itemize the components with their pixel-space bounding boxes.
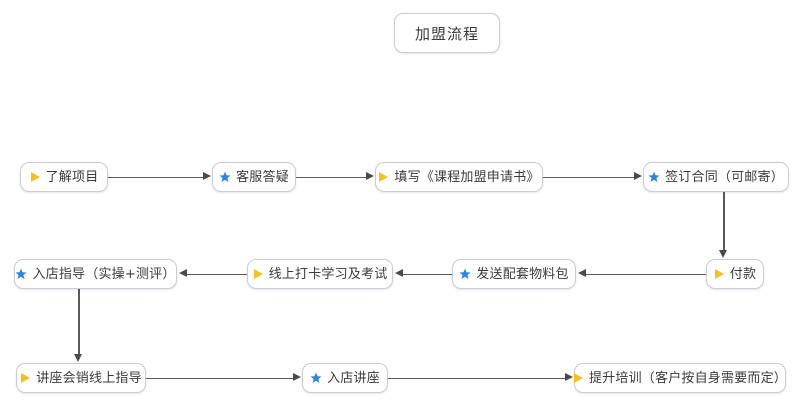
flow-node-advanced-training[interactable]: 提升培训（客户按自身需要而定）: [573, 363, 788, 393]
flow-node-label: 发送配套物料包: [476, 266, 569, 282]
flow-node-label: 付款: [729, 266, 757, 282]
connector-n6-n7: [402, 273, 452, 275]
connector-n10-n11: [388, 377, 566, 379]
connector-n5-n6: [585, 273, 706, 275]
flow-node-label: 了解项目: [45, 169, 99, 185]
arrow-n9-n10: [293, 373, 301, 381]
triangle-play-icon: [714, 268, 725, 280]
flow-node-label: 入店指导（实操+测评）: [32, 266, 176, 282]
flow-node-understand-project[interactable]: 了解项目: [20, 162, 108, 192]
flow-node-label: 客服答疑: [236, 169, 289, 185]
star-icon: [459, 268, 471, 280]
flow-node-online-study-exam[interactable]: 线上打卡学习及考试: [247, 259, 393, 289]
flow-node-send-material-kit[interactable]: 发送配套物料包: [452, 259, 576, 289]
connector-n7-n8: [186, 273, 247, 275]
flow-node-payment[interactable]: 付款: [706, 259, 764, 289]
flow-node-label: 填写《课程加盟申请书》: [394, 169, 540, 185]
triangle-play-icon: [20, 372, 31, 384]
connector-n8-n9: [78, 289, 80, 355]
flow-node-label: 讲座会销线上指导: [36, 370, 142, 386]
flow-node-sign-contract[interactable]: 签订合同（可邮寄）: [643, 162, 789, 192]
arrow-n8-n9: [74, 354, 82, 362]
flow-node-customer-service-qa[interactable]: 客服答疑: [212, 162, 296, 192]
star-icon: [648, 171, 660, 183]
connector-n4-n5: [723, 192, 725, 251]
star-icon: [219, 171, 231, 183]
flow-node-online-lecture-sales-guidance[interactable]: 讲座会销线上指导: [16, 363, 146, 393]
connector-n2-n3: [296, 176, 367, 178]
arrow-n2-n3: [366, 172, 374, 180]
diagram-title-label: 加盟流程: [414, 24, 479, 43]
flow-node-label: 入店讲座: [327, 370, 380, 386]
arrow-n10-n11: [565, 373, 573, 381]
flow-node-label: 线上打卡学习及考试: [268, 266, 388, 282]
triangle-play-icon: [378, 171, 389, 183]
star-icon: [310, 372, 322, 384]
triangle-play-icon: [30, 171, 41, 183]
flow-node-in-store-guidance[interactable]: 入店指导（实操+测评）: [14, 259, 177, 289]
triangle-play-icon: [253, 268, 264, 280]
flow-node-label: 提升培训（客户按自身需要而定）: [589, 370, 788, 386]
arrow-n4-n5: [719, 250, 727, 258]
connector-n1-n2: [108, 176, 204, 178]
connector-n9-n10: [146, 377, 294, 379]
arrow-n1-n2: [203, 172, 211, 180]
arrow-n6-n7: [395, 269, 403, 277]
flow-node-label: 签订合同（可邮寄）: [665, 169, 784, 185]
diagram-title-node: 加盟流程: [394, 13, 500, 53]
flow-node-in-store-lecture[interactable]: 入店讲座: [302, 363, 388, 393]
star-icon: [15, 268, 27, 280]
triangle-play-icon: [573, 372, 584, 384]
flow-node-fill-application[interactable]: 填写《课程加盟申请书》: [375, 162, 543, 192]
connector-n3-n4: [543, 176, 635, 178]
arrow-n7-n8: [179, 269, 187, 277]
arrow-n3-n4: [634, 172, 642, 180]
arrow-n5-n6: [578, 269, 586, 277]
